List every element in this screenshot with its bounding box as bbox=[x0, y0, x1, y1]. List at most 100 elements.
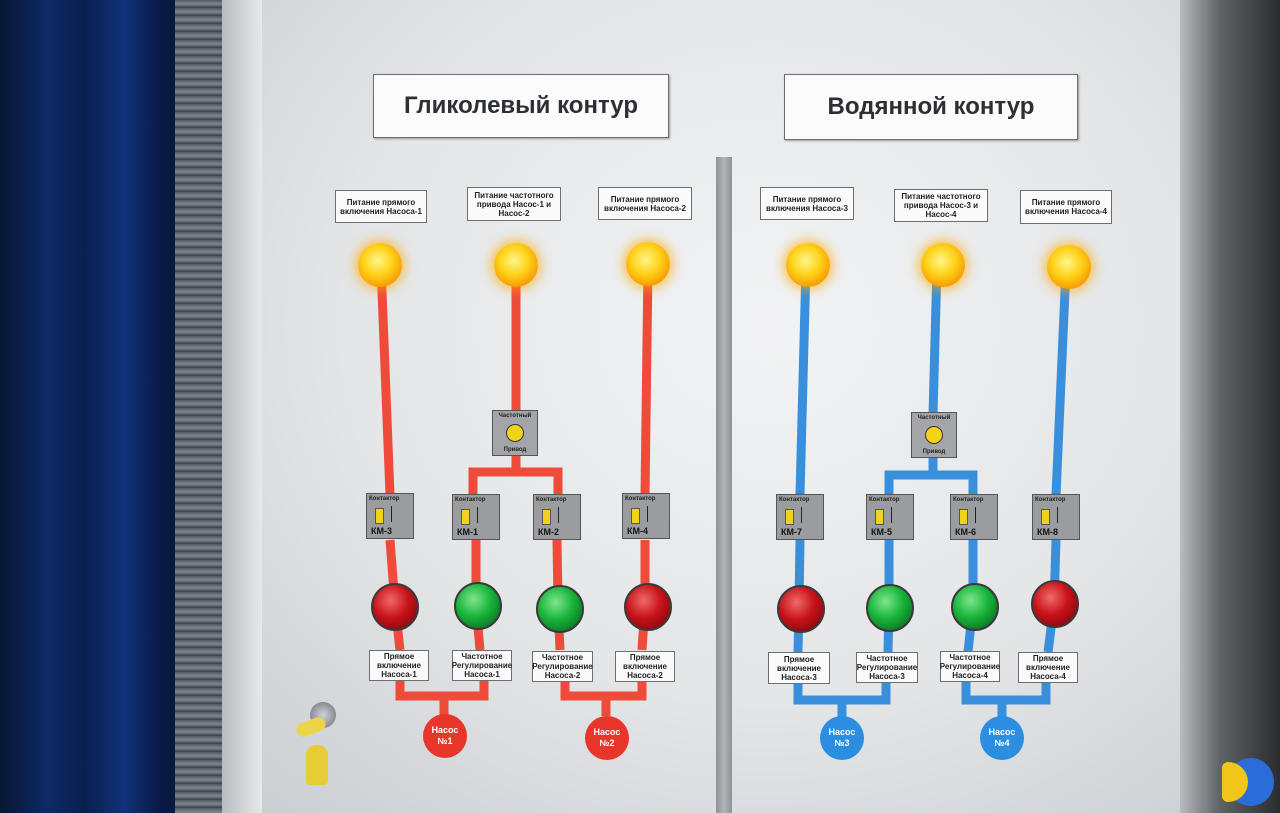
water-line-2 bbox=[928, 265, 942, 416]
label-direct-pump3: Прямое включение Насоса-3 bbox=[768, 652, 830, 684]
label-direct-pump2: Прямое включение Насоса-2 bbox=[615, 651, 675, 682]
coil-icon bbox=[631, 508, 640, 524]
label-vfd-pump2: Частотное Регулирование Насоса-2 bbox=[532, 651, 593, 682]
status-lamp-vfd-pump4 bbox=[951, 583, 999, 631]
glycol-circuit-title: Гликолевый контур bbox=[373, 74, 669, 138]
status-lamp-direct-pump3 bbox=[777, 585, 825, 633]
glycol-line-3 bbox=[640, 265, 653, 496]
contactor-km4: Контактор КМ-4 bbox=[622, 493, 670, 539]
contactor-title: Контактор bbox=[369, 496, 400, 502]
water-pump3-join bbox=[793, 682, 891, 705]
water-line-2-split-b bbox=[933, 470, 978, 495]
contactor-km3: Контактор КМ-3 bbox=[366, 493, 414, 539]
contactor-id: КМ-8 bbox=[1037, 527, 1058, 537]
coil-icon bbox=[785, 509, 794, 525]
contactor-id: КМ-2 bbox=[538, 527, 559, 537]
vfd-block-water: Частотный Привод bbox=[911, 412, 957, 458]
label-vfd-pump3: Частотное Регулирование Насоса-3 bbox=[856, 652, 918, 683]
vfd-top-label: Частотный bbox=[917, 415, 951, 421]
pump-4-symbol: Насос №4 bbox=[980, 716, 1024, 760]
cable-conduit bbox=[175, 0, 225, 813]
switch-icon bbox=[1057, 507, 1072, 523]
contactor-km8: Контактор КМ-8 bbox=[1032, 494, 1080, 540]
pump-2-symbol: Насос №2 bbox=[585, 716, 629, 760]
contactor-id: КМ-6 bbox=[955, 527, 976, 537]
water-line-2-split bbox=[884, 455, 938, 495]
switch-icon bbox=[647, 506, 662, 522]
contactor-id: КМ-5 bbox=[871, 527, 892, 537]
label-direct-pump1: Прямое включение Насоса-1 bbox=[369, 650, 429, 681]
glycol-line-2-split bbox=[468, 455, 521, 495]
motor-symbol-icon bbox=[506, 424, 524, 442]
vfd-top-label: Частотный bbox=[498, 413, 532, 419]
label-vfd-power-pump1-2: Питание частотного привода Насос-1 и Нас… bbox=[467, 187, 561, 221]
switch-icon bbox=[558, 507, 573, 523]
contactor-km7: Контактор КМ-7 bbox=[776, 494, 824, 540]
panel-door-edge bbox=[222, 0, 262, 813]
glycol-pump2-join bbox=[560, 680, 647, 701]
power-lamp-3 bbox=[626, 242, 670, 286]
contactor-title: Контактор bbox=[1035, 497, 1066, 503]
contactor-km2: Контактор КМ-2 bbox=[533, 494, 581, 540]
power-lamp-5 bbox=[921, 243, 965, 287]
label-vfd-pump4: Частотное Регулирование Насоса-4 bbox=[939, 651, 1001, 682]
power-lamp-6 bbox=[1047, 245, 1091, 289]
coil-icon bbox=[542, 509, 551, 525]
power-lamp-4 bbox=[786, 243, 830, 287]
contactor-id: КМ-3 bbox=[371, 526, 392, 536]
contactor-id: КМ-7 bbox=[781, 527, 802, 537]
glycol-line-1 bbox=[376, 265, 395, 496]
status-lamp-vfd-pump1 bbox=[454, 582, 502, 630]
power-lamp-2 bbox=[494, 243, 538, 287]
label-vfd-power-pump3-4: Питание частотного привода Насос-3 и Нас… bbox=[894, 189, 988, 222]
vfd-bottom-label: Привод bbox=[503, 447, 527, 453]
switch-icon bbox=[477, 507, 492, 523]
water-circuit-title: Водянной контур bbox=[784, 74, 1078, 140]
coil-icon bbox=[461, 509, 470, 525]
glycol-line-2-split-b bbox=[516, 467, 563, 495]
motor-symbol-icon bbox=[925, 426, 943, 444]
contactor-id: КМ-4 bbox=[627, 526, 648, 536]
adjacent-cabinet bbox=[1180, 0, 1280, 813]
section-divider bbox=[716, 157, 732, 813]
label-vfd-pump1: Частотное Регулирование Насоса-1 bbox=[451, 650, 513, 681]
coil-icon bbox=[959, 509, 968, 525]
status-lamp-direct-pump4 bbox=[1031, 580, 1079, 628]
coil-icon bbox=[375, 508, 384, 524]
watermark-logo bbox=[1222, 758, 1274, 806]
contactor-title: Контактор bbox=[625, 496, 656, 502]
glycol-pump1-join bbox=[395, 680, 489, 701]
label-direct-power-pump1: Питание прямого включения Насоса-1 bbox=[335, 190, 427, 223]
contactor-title: Контактор bbox=[455, 497, 486, 503]
status-lamp-vfd-pump2 bbox=[536, 585, 584, 633]
contactor-km5: Контактор КМ-5 bbox=[866, 494, 914, 540]
label-direct-power-pump3: Питание прямого включения Насоса-3 bbox=[760, 187, 854, 220]
water-line-3 bbox=[1051, 267, 1071, 496]
switch-icon bbox=[391, 506, 406, 522]
contactor-km1: Контактор КМ-1 bbox=[452, 494, 500, 540]
label-direct-power-pump2: Питание прямого включения Насоса-2 bbox=[598, 187, 692, 220]
switch-icon bbox=[891, 507, 906, 523]
power-lamp-1 bbox=[358, 243, 402, 287]
key-icon bbox=[306, 745, 328, 785]
status-lamp-direct-pump1 bbox=[371, 583, 419, 631]
switch-icon bbox=[975, 507, 990, 523]
water-line-1 bbox=[795, 265, 811, 496]
pump-3-symbol: Насос №3 bbox=[820, 716, 864, 760]
status-lamp-direct-pump2 bbox=[624, 583, 672, 631]
coil-icon bbox=[875, 509, 884, 525]
label-direct-power-pump4: Питание прямого включения Насоса-4 bbox=[1020, 190, 1112, 224]
label-direct-pump4: Прямое включение Насоса-4 bbox=[1018, 652, 1078, 683]
blue-curtain bbox=[0, 0, 190, 813]
contactor-title: Контактор bbox=[953, 497, 984, 503]
contactor-title: Контактор bbox=[779, 497, 810, 503]
contactor-km6: Контактор КМ-6 bbox=[950, 494, 998, 540]
pump-1-symbol: Насос №1 bbox=[423, 714, 467, 758]
water-pump4-join bbox=[961, 682, 1051, 705]
contactor-title: Контактор bbox=[869, 497, 900, 503]
status-lamp-vfd-pump3 bbox=[866, 584, 914, 632]
coil-icon bbox=[1041, 509, 1050, 525]
contactor-title: Контактор bbox=[536, 497, 567, 503]
switch-icon bbox=[801, 507, 816, 523]
